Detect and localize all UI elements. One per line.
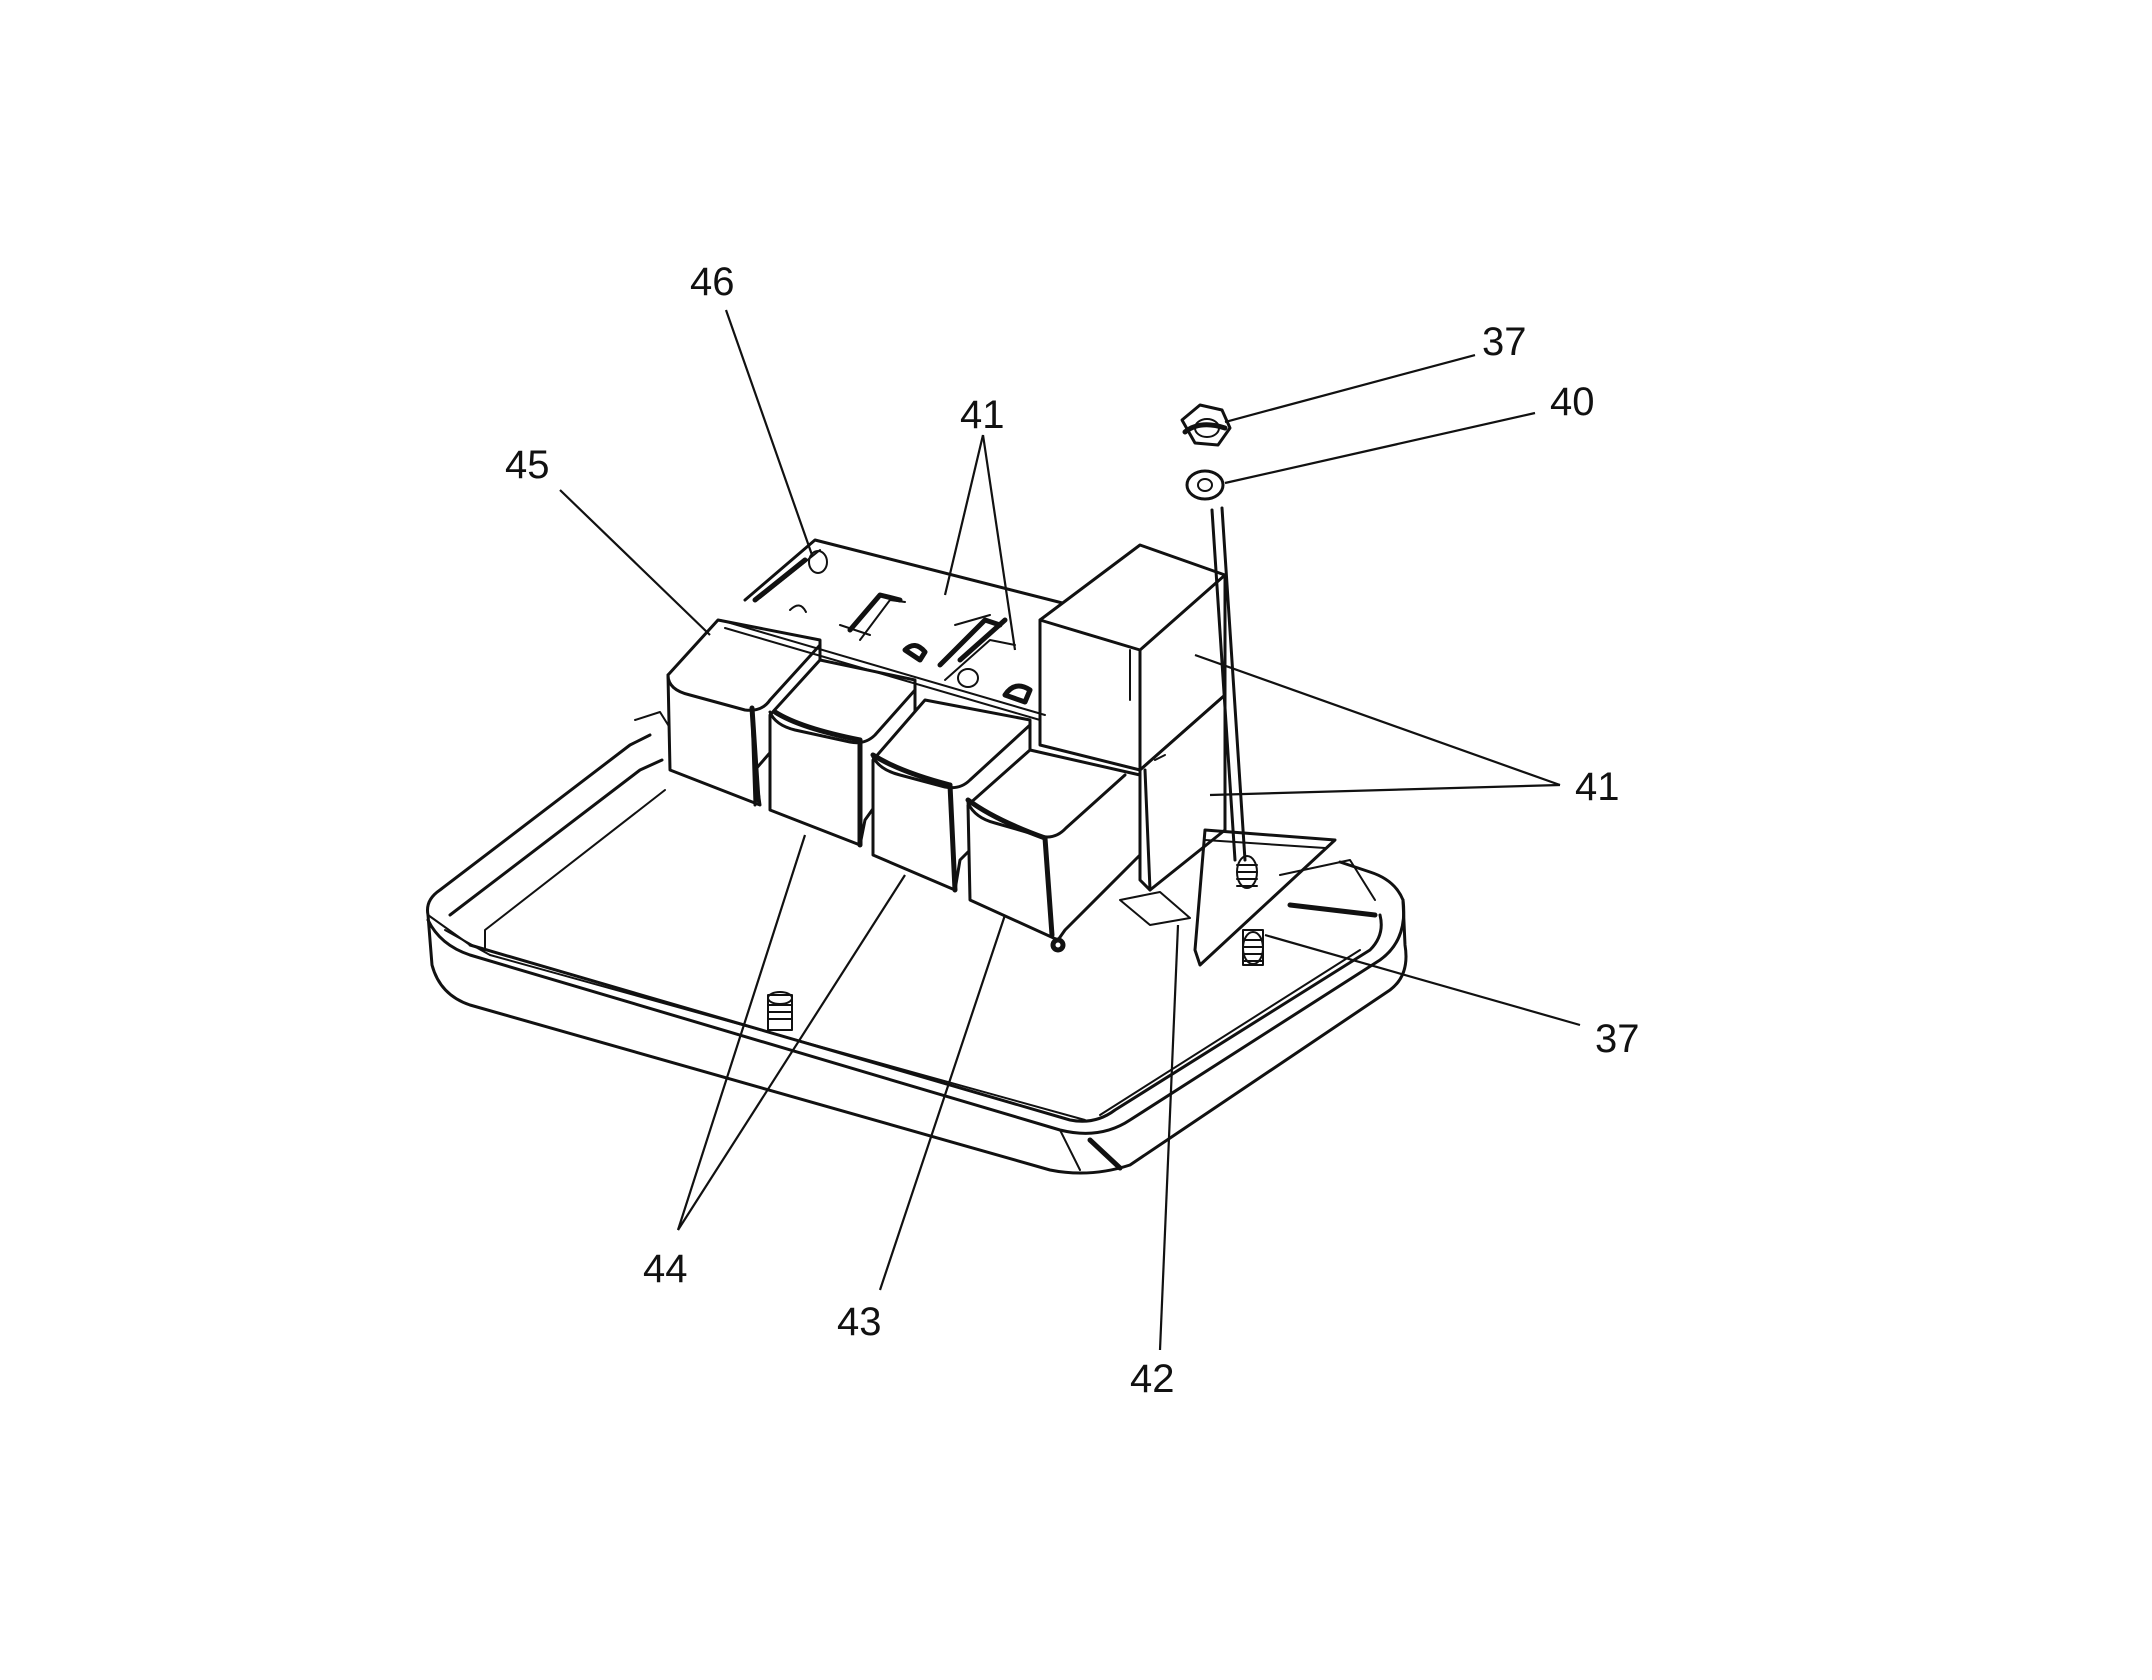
callout-41-top: 41 bbox=[960, 393, 1005, 437]
leader-43 bbox=[878, 914, 1007, 1291]
leader-37-bottom bbox=[1264, 933, 1581, 1027]
leader-44-a bbox=[676, 834, 807, 1231]
leader-40 bbox=[1224, 411, 1536, 485]
leader-37-top bbox=[1224, 353, 1476, 424]
relay-43 bbox=[965, 748, 1142, 953]
nut-37 bbox=[1180, 403, 1232, 447]
relay-row-divider-2 bbox=[724, 627, 1041, 721]
callout-43: 43 bbox=[837, 1300, 882, 1344]
callout-42: 42 bbox=[1130, 1357, 1175, 1401]
callout-45: 45 bbox=[505, 443, 550, 487]
callout-labels: 46 45 41 37 40 41 37 44 43 42 bbox=[505, 260, 1640, 1401]
leader-44-b bbox=[677, 874, 906, 1231]
callout-37-bottom: 37 bbox=[1595, 1017, 1640, 1061]
leader-46 bbox=[724, 309, 814, 556]
leader-lines bbox=[559, 309, 1581, 1351]
washer-40 bbox=[1185, 469, 1225, 501]
leader-42 bbox=[1158, 924, 1180, 1351]
callout-40: 40 bbox=[1550, 380, 1595, 424]
callout-44: 44 bbox=[643, 1247, 688, 1291]
leader-41-top-a bbox=[943, 434, 985, 596]
base-tray bbox=[426, 711, 1408, 1175]
relay-mounting-plate bbox=[743, 538, 1092, 705]
leader-41-right-b bbox=[1209, 783, 1561, 797]
relay-row-divider bbox=[719, 619, 1046, 716]
callout-41-right: 41 bbox=[1575, 765, 1620, 809]
leader-45 bbox=[559, 489, 711, 636]
leader-41-top-b bbox=[981, 434, 1017, 651]
callout-37-top: 37 bbox=[1482, 320, 1527, 364]
leader-41-right-a bbox=[1194, 653, 1561, 787]
callout-46: 46 bbox=[690, 260, 735, 304]
relay-44-right bbox=[870, 698, 1032, 893]
stud-37-floor bbox=[767, 991, 793, 1031]
relay-stack-41 bbox=[1038, 506, 1337, 967]
